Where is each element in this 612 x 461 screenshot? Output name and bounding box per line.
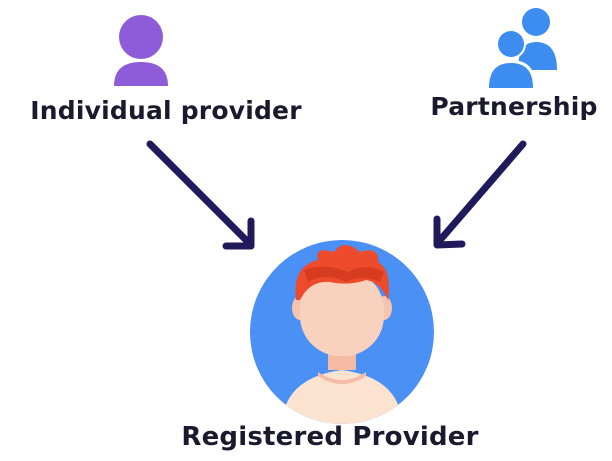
avatar-icon [250,240,434,424]
arrow-partnership-to-registered [433,140,527,249]
person-icon [114,15,168,86]
arrow-individual-to-registered [146,140,255,250]
partnership-label: Partnership [430,92,598,121]
registered-provider-label: Registered Provider [181,422,479,452]
individual-provider-label: Individual provider [30,96,302,125]
people-icon [486,8,557,88]
